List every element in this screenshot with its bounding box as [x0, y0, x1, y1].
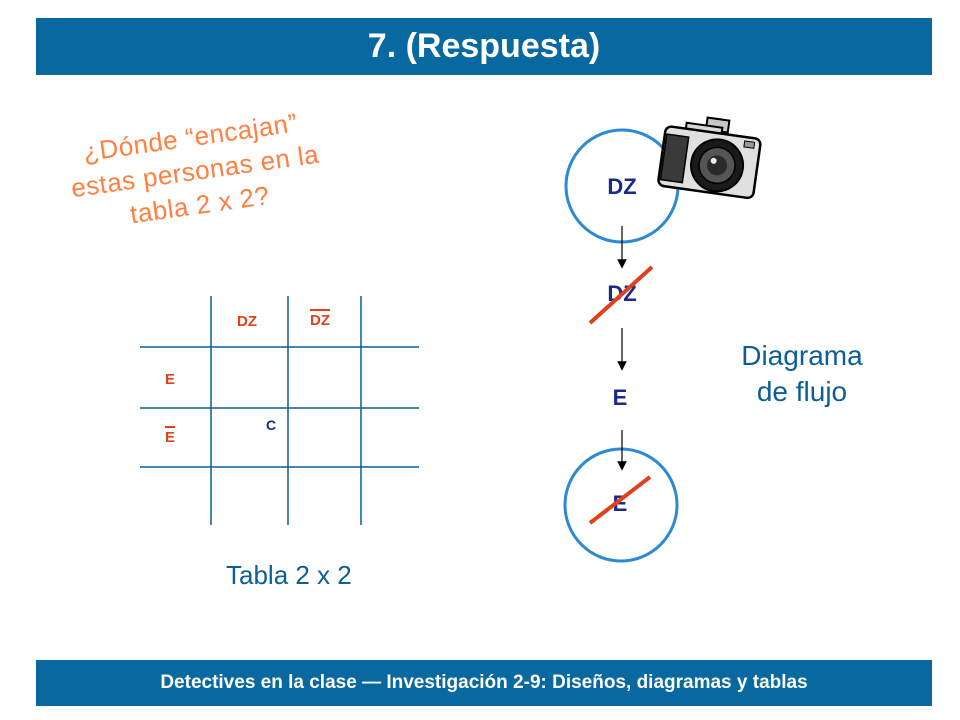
footer-bar: Detectives en la clase — Investigación 2… [36, 660, 932, 706]
flow-node-4-strike [588, 475, 652, 525]
flow-caption-line1: Diagrama [741, 340, 863, 371]
page-title: 7. (Respuesta) [367, 27, 601, 65]
col-label-not-dz: DZ [310, 309, 330, 329]
flow-node-3-label: E [613, 385, 628, 410]
flow-node-1-label: DZ [607, 174, 636, 199]
row-label-e: E [165, 371, 176, 388]
table-caption: Tabla 2 x 2 [226, 560, 352, 590]
camera-icon [657, 116, 762, 200]
flow-node-4-circle [563, 447, 679, 563]
row-label-not-e: E [165, 426, 176, 446]
cell-c-marker: C [266, 417, 277, 433]
footer-text: Detectives en la clase — Investigación 2… [160, 672, 808, 693]
col-label-dz: DZ [237, 313, 257, 330]
flow-node-2-strike [588, 265, 654, 325]
title-bar: 7. (Respuesta) [36, 18, 932, 75]
flow-caption-line2: de flujo [756, 376, 848, 407]
flow-caption: Diagrama de flujo [712, 338, 892, 410]
